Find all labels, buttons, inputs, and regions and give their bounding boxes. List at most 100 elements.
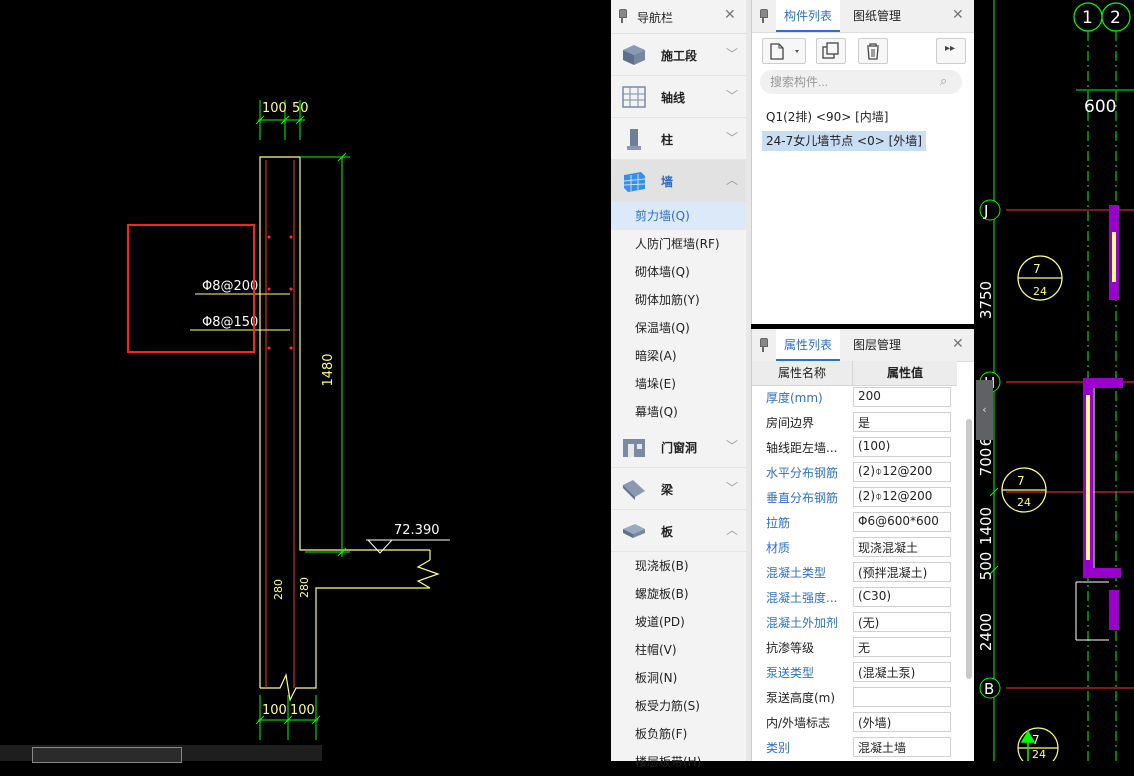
navigator-title: 导航栏 bbox=[637, 11, 674, 25]
property-value-field[interactable]: 混凝土墙 bbox=[853, 737, 951, 757]
nav-item-spiral-slab[interactable]: 螺旋板(B) bbox=[635, 587, 689, 601]
nav-item-slab-hole[interactable]: 板洞(N) bbox=[635, 671, 678, 685]
nav-category-axis[interactable]: 轴线 ﹀ bbox=[611, 76, 746, 118]
category-label: 板 bbox=[661, 525, 674, 539]
nav-item-slab-neg-rebar[interactable]: 板负筋(F) bbox=[635, 727, 688, 741]
trash-icon bbox=[867, 43, 879, 60]
dim-3750: 3750 bbox=[977, 281, 995, 319]
tab-property-list[interactable]: 属性列表 bbox=[776, 329, 841, 361]
property-row[interactable]: 房间边界是 bbox=[752, 410, 962, 435]
dim-bottom-1: 100 bbox=[262, 703, 287, 718]
property-row[interactable]: 轴线距左墙...(100) bbox=[752, 435, 962, 460]
dim-top-2: 50 bbox=[292, 101, 309, 116]
property-value-field[interactable]: (无) bbox=[853, 612, 951, 632]
detail-tag-3: 24 bbox=[1032, 748, 1046, 761]
close-icon[interactable]: ✕ bbox=[952, 336, 964, 352]
property-row[interactable]: 混凝土强度... (C30) bbox=[752, 585, 962, 610]
nav-item-slab-strip[interactable]: 楼层板带(H) bbox=[635, 755, 702, 769]
chevron-down-icon: ﹀ bbox=[725, 47, 738, 61]
property-row[interactable]: 混凝土类型 (预拌混凝土) bbox=[752, 560, 962, 585]
nav-item-column-cap[interactable]: 柱帽(V) bbox=[635, 643, 677, 657]
pin-icon[interactable] bbox=[759, 9, 768, 23]
pin-icon[interactable] bbox=[618, 9, 627, 23]
beam-icon bbox=[623, 480, 645, 500]
nav-item-insulation-wall[interactable]: 保温墙(Q) bbox=[635, 321, 690, 335]
category-label: 柱 bbox=[661, 133, 674, 147]
nav-category-slab[interactable]: 板 ︿ bbox=[611, 510, 746, 552]
nav-category-openings[interactable]: 门窗洞 ﹀ bbox=[611, 426, 746, 468]
nav-category-beam[interactable]: 梁 ﹀ bbox=[611, 468, 746, 510]
nav-item-wall-pier[interactable]: 墙垛(E) bbox=[635, 377, 676, 391]
nav-item-cast-slab[interactable]: 现浇板(B) bbox=[635, 559, 689, 573]
new-component-button[interactable] bbox=[762, 38, 806, 64]
property-value-field[interactable]: 现浇混凝土 bbox=[853, 537, 951, 557]
cad-drawing-canvas[interactable]: 100 50 1480 bbox=[0, 0, 611, 763]
property-row[interactable]: 厚度(mm)200 bbox=[752, 385, 962, 410]
property-value-field[interactable]: (预拌混凝土) bbox=[853, 562, 951, 582]
cad-plan-canvas[interactable]: 1 2 J H B 3750 2400 1400 bbox=[976, 0, 1134, 769]
property-name: 内/外墙标志 bbox=[766, 716, 831, 730]
rebar-label-1: Φ8@200 bbox=[202, 279, 258, 294]
component-list-item[interactable]: Q1(2排) <90> [内墙] bbox=[766, 110, 889, 124]
nav-item-ramp[interactable]: 坡道(PD) bbox=[635, 615, 685, 629]
property-row[interactable]: 水平分布钢筋(2)⌽12@200 bbox=[752, 460, 962, 485]
double-arrow-icon: ▸▸ bbox=[945, 43, 956, 54]
nav-item-slab-main-rebar[interactable]: 板受力筋(S) bbox=[635, 699, 700, 713]
chevron-down-icon: ﹀ bbox=[725, 89, 738, 103]
property-value-field[interactable]: (2)⌽12@200 bbox=[853, 462, 951, 482]
tab-component-list[interactable]: 构件列表 bbox=[776, 0, 841, 32]
close-icon[interactable]: ✕ bbox=[952, 7, 964, 23]
delete-component-button[interactable] bbox=[858, 38, 888, 64]
collapse-panel-button[interactable]: ‹ bbox=[976, 380, 993, 440]
nav-item-masonry-wall[interactable]: 砌体墙(Q) bbox=[635, 265, 690, 279]
chevron-down-icon: ﹀ bbox=[725, 131, 738, 145]
nav-item-masonry-rebar[interactable]: 砌体加筋(Y) bbox=[635, 293, 700, 307]
dim-700: 700 bbox=[977, 448, 995, 477]
property-row[interactable]: 泵送高度(m) bbox=[752, 685, 962, 710]
property-value-field[interactable]: (混凝土泵) bbox=[853, 662, 951, 682]
dim-1400: 1400 bbox=[977, 507, 995, 545]
property-row[interactable]: 垂直分布钢筋(2)⌽12@200 bbox=[752, 485, 962, 510]
property-name: 混凝土类型 bbox=[766, 566, 827, 580]
property-value-field[interactable]: 200 bbox=[853, 387, 951, 407]
tab-drawing-manager[interactable]: 图纸管理 bbox=[853, 9, 902, 23]
wall-subitems: 剪力墙(Q) 人防门框墙(RF) 砌体墙(Q) 砌体加筋(Y) 保温墙(Q) 暗… bbox=[611, 202, 746, 426]
property-row[interactable]: 混凝土外加剂 (无) bbox=[752, 610, 962, 635]
nav-item-civil-defense-wall[interactable]: 人防门框墙(RF) bbox=[635, 237, 720, 251]
property-value-field[interactable]: Φ6@600*600 bbox=[853, 512, 951, 532]
property-value-field[interactable] bbox=[853, 687, 951, 707]
tab-layer-manager[interactable]: 图层管理 bbox=[853, 338, 902, 352]
pin-icon[interactable] bbox=[759, 338, 768, 352]
property-value-field[interactable]: (100) bbox=[853, 437, 951, 457]
detail-sym-1: 7 bbox=[1033, 262, 1041, 276]
dim-top-1: 100 bbox=[262, 101, 287, 116]
category-label: 墙 bbox=[661, 175, 674, 189]
nav-category-wall[interactable]: 墙 ︿ bbox=[611, 160, 746, 202]
property-scrollbar[interactable] bbox=[966, 419, 972, 679]
nav-category-segment[interactable]: 施工段 ﹀ bbox=[611, 34, 746, 76]
nav-item-shear-wall[interactable]: 剪力墙(Q) bbox=[611, 202, 746, 230]
property-row[interactable]: 泵送类型(混凝土泵) bbox=[752, 660, 962, 685]
close-icon[interactable]: ✕ bbox=[724, 7, 736, 23]
property-row[interactable]: 抗渗等级无 bbox=[752, 635, 962, 660]
panel-splitter[interactable] bbox=[746, 0, 751, 761]
property-value-field[interactable]: (2)⌽12@200 bbox=[853, 487, 951, 507]
more-tools-button[interactable]: ▸▸ bbox=[936, 38, 966, 64]
nav-item-curtain-wall[interactable]: 幕墙(Q) bbox=[635, 405, 678, 419]
component-list-item-selected[interactable]: 24-7女儿墙节点 <0> [外墙] bbox=[762, 131, 926, 151]
component-search-input[interactable] bbox=[760, 70, 962, 94]
copy-component-button[interactable] bbox=[816, 38, 846, 64]
property-row[interactable]: 类别混凝土墙 bbox=[752, 735, 962, 760]
elevation-label: 72.390 bbox=[394, 523, 440, 538]
property-name: 混凝土外加剂 bbox=[766, 616, 839, 630]
property-name: 混凝土强度... bbox=[766, 591, 838, 605]
property-value-field[interactable]: (外墙) bbox=[853, 712, 951, 732]
property-row[interactable]: 内/外墙标志 (外墙) bbox=[752, 710, 962, 735]
property-row[interactable]: 材质现浇混凝土 bbox=[752, 535, 962, 560]
property-value-field[interactable]: 是 bbox=[853, 412, 951, 432]
nav-category-column[interactable]: 柱 ﹀ bbox=[611, 118, 746, 160]
property-value-field[interactable]: 无 bbox=[853, 637, 951, 657]
property-value-field[interactable]: (C30) bbox=[853, 587, 951, 607]
nav-item-hidden-beam[interactable]: 暗梁(A) bbox=[635, 349, 677, 363]
